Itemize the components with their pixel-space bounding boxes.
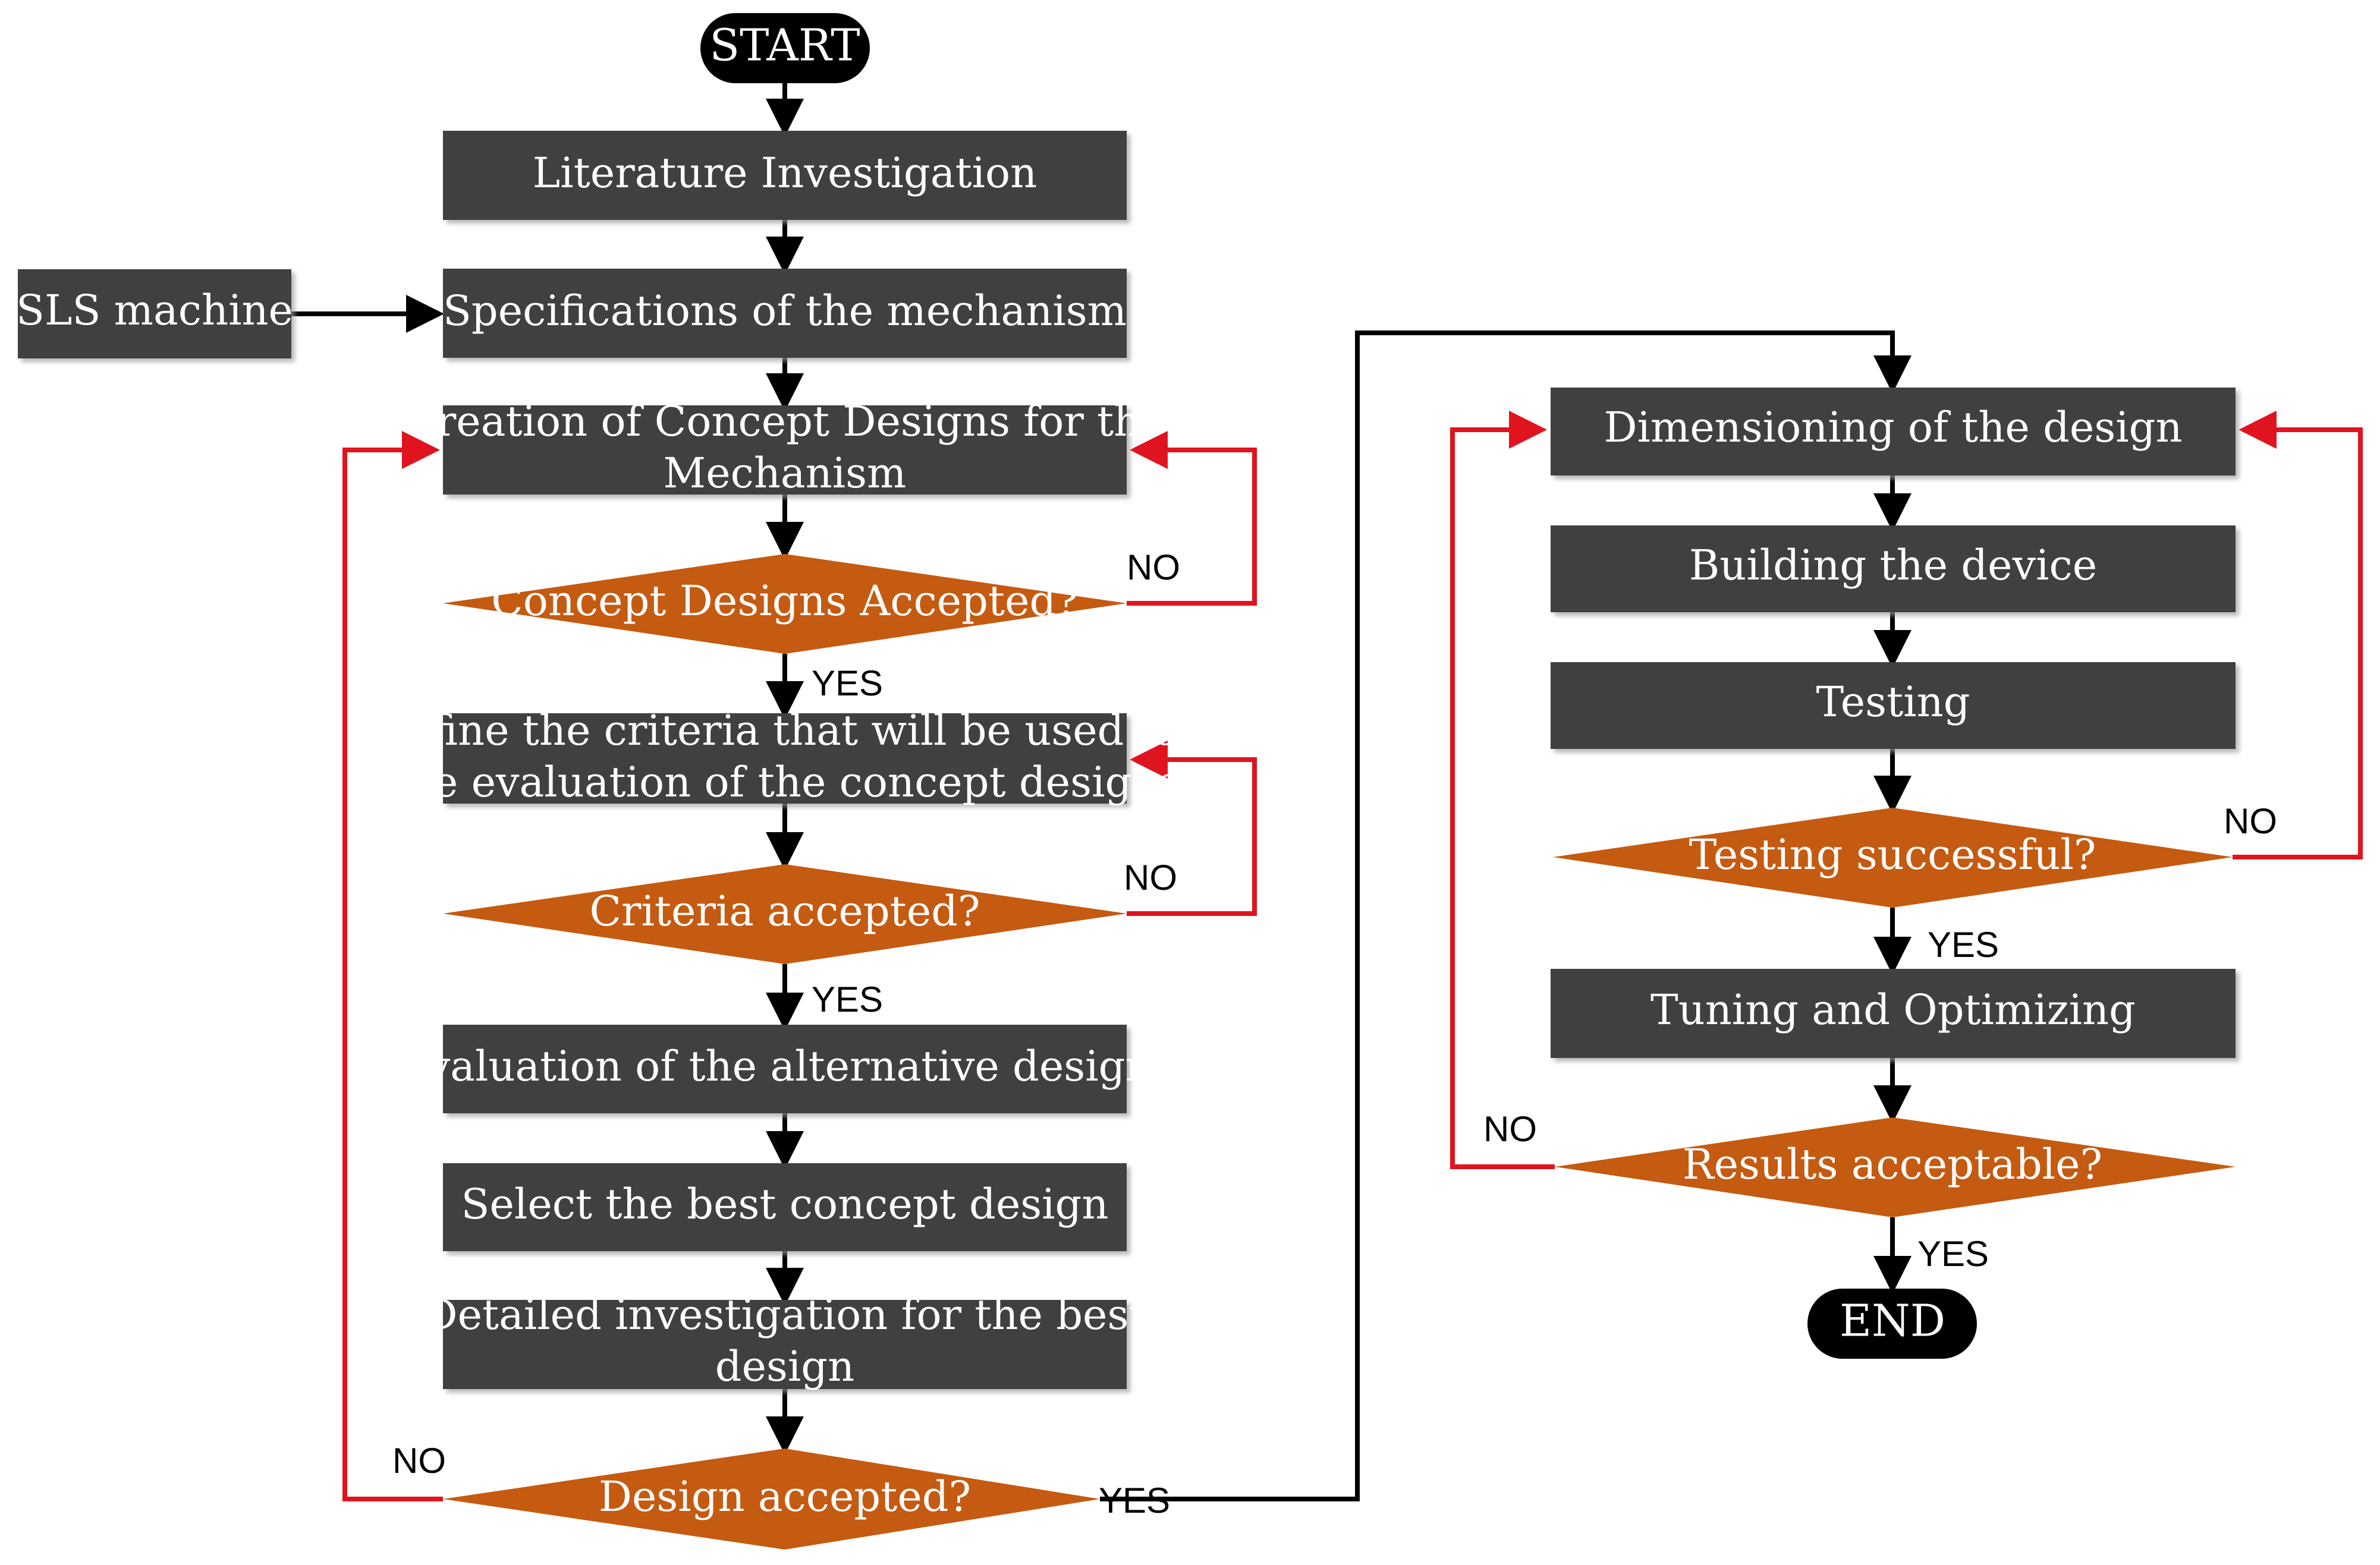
flow-connectors [291, 83, 1911, 1501]
detailed-investigation-label-line1: Detailed investigation for the best [424, 1290, 1145, 1339]
define-criteria-label-line2: the evaluation of the concept designs [390, 758, 1180, 807]
evaluation-label: Evaluation of the alternative designs [397, 1042, 1174, 1091]
process-building: Building the device [1551, 525, 2236, 612]
creation-label-line2: Mechanism [664, 449, 907, 497]
loop-concept-no-to-creation [1127, 431, 1257, 606]
define-criteria-label-line1: Define the criteria that will be used fo… [372, 706, 1198, 755]
testing-yes-label: YES [1928, 925, 1999, 965]
loop-results-no-to-dimensioning [1450, 411, 1555, 1169]
detailed-investigation-label-line2: design [715, 1342, 854, 1391]
building-label: Building the device [1689, 541, 2097, 590]
process-creation: Creation of Concept Designs for the Mech… [404, 397, 1165, 497]
start-label: START [709, 20, 860, 71]
testing-label: Testing [1816, 678, 1970, 726]
decision-results-acceptable: Results acceptable? [1555, 1117, 2236, 1217]
literature-label: Literature Investigation [533, 149, 1037, 197]
process-define-criteria: Define the criteria that will be used fo… [372, 706, 1198, 807]
process-detailed-investigation: Detailed investigation for the best desi… [424, 1290, 1145, 1391]
design-accepted-label: Design accepted? [599, 1472, 971, 1521]
process-testing: Testing [1551, 662, 2236, 749]
testing-no-label: NO [2224, 801, 2277, 841]
connector-design-yes-to-dimensioning [1100, 330, 1911, 1501]
loop-criteria-no-to-define [1127, 741, 1257, 916]
concept-accepted-label: Concept Designs Accepted? [491, 577, 1079, 625]
branch-labels: NO YES NO YES NO YES NO YES NO YES [392, 547, 2277, 1520]
loop-connectors [342, 411, 2363, 1501]
end-terminal: END [1807, 1289, 1977, 1359]
process-sls-machine: SLS machine [16, 269, 293, 358]
process-dimensioning: Dimensioning of the design [1551, 388, 2236, 476]
select-best-label: Select the best concept design [461, 1180, 1109, 1229]
process-literature: Literature Investigation [443, 131, 1127, 220]
criteria-no-label: NO [1124, 858, 1177, 898]
creation-label-line1: Creation of Concept Designs for the [404, 397, 1165, 446]
specifications-label: Specifications of the mechanism [443, 286, 1127, 335]
design-no-label: NO [392, 1441, 446, 1481]
decision-concept-accepted: Concept Designs Accepted? [443, 554, 1127, 654]
tuning-label: Tuning and Optimizing [1650, 985, 2136, 1034]
results-no-label: NO [1483, 1109, 1537, 1149]
process-select-best: Select the best concept design [443, 1163, 1127, 1251]
decision-design-accepted: Design accepted? [443, 1449, 1100, 1550]
decision-criteria-accepted: Criteria accepted? [443, 864, 1127, 964]
loop-design-no-to-creation [342, 431, 443, 1501]
criteria-accepted-label: Criteria accepted? [589, 887, 980, 936]
criteria-yes-label: YES [812, 980, 883, 1019]
loop-testing-no-to-dimensioning [2233, 411, 2363, 859]
results-acceptable-label: Results acceptable? [1683, 1140, 2102, 1189]
process-tuning: Tuning and Optimizing [1551, 969, 2236, 1058]
dimensioning-label: Dimensioning of the design [1604, 403, 2182, 452]
sls-machine-label: SLS machine [16, 286, 293, 335]
design-yes-label: YES [1099, 1481, 1170, 1520]
process-evaluation: Evaluation of the alternative designs [397, 1025, 1174, 1113]
decision-testing-successful: Testing successful? [1553, 808, 2233, 908]
results-yes-label: YES [1917, 1234, 1989, 1274]
start-terminal: START [700, 13, 870, 83]
concept-yes-label: YES [812, 663, 883, 703]
process-specifications: Specifications of the mechanism [443, 269, 1127, 358]
end-label: END [1840, 1295, 1945, 1346]
concept-no-label: NO [1127, 547, 1180, 587]
testing-successful-label: Testing successful? [1689, 830, 2096, 879]
